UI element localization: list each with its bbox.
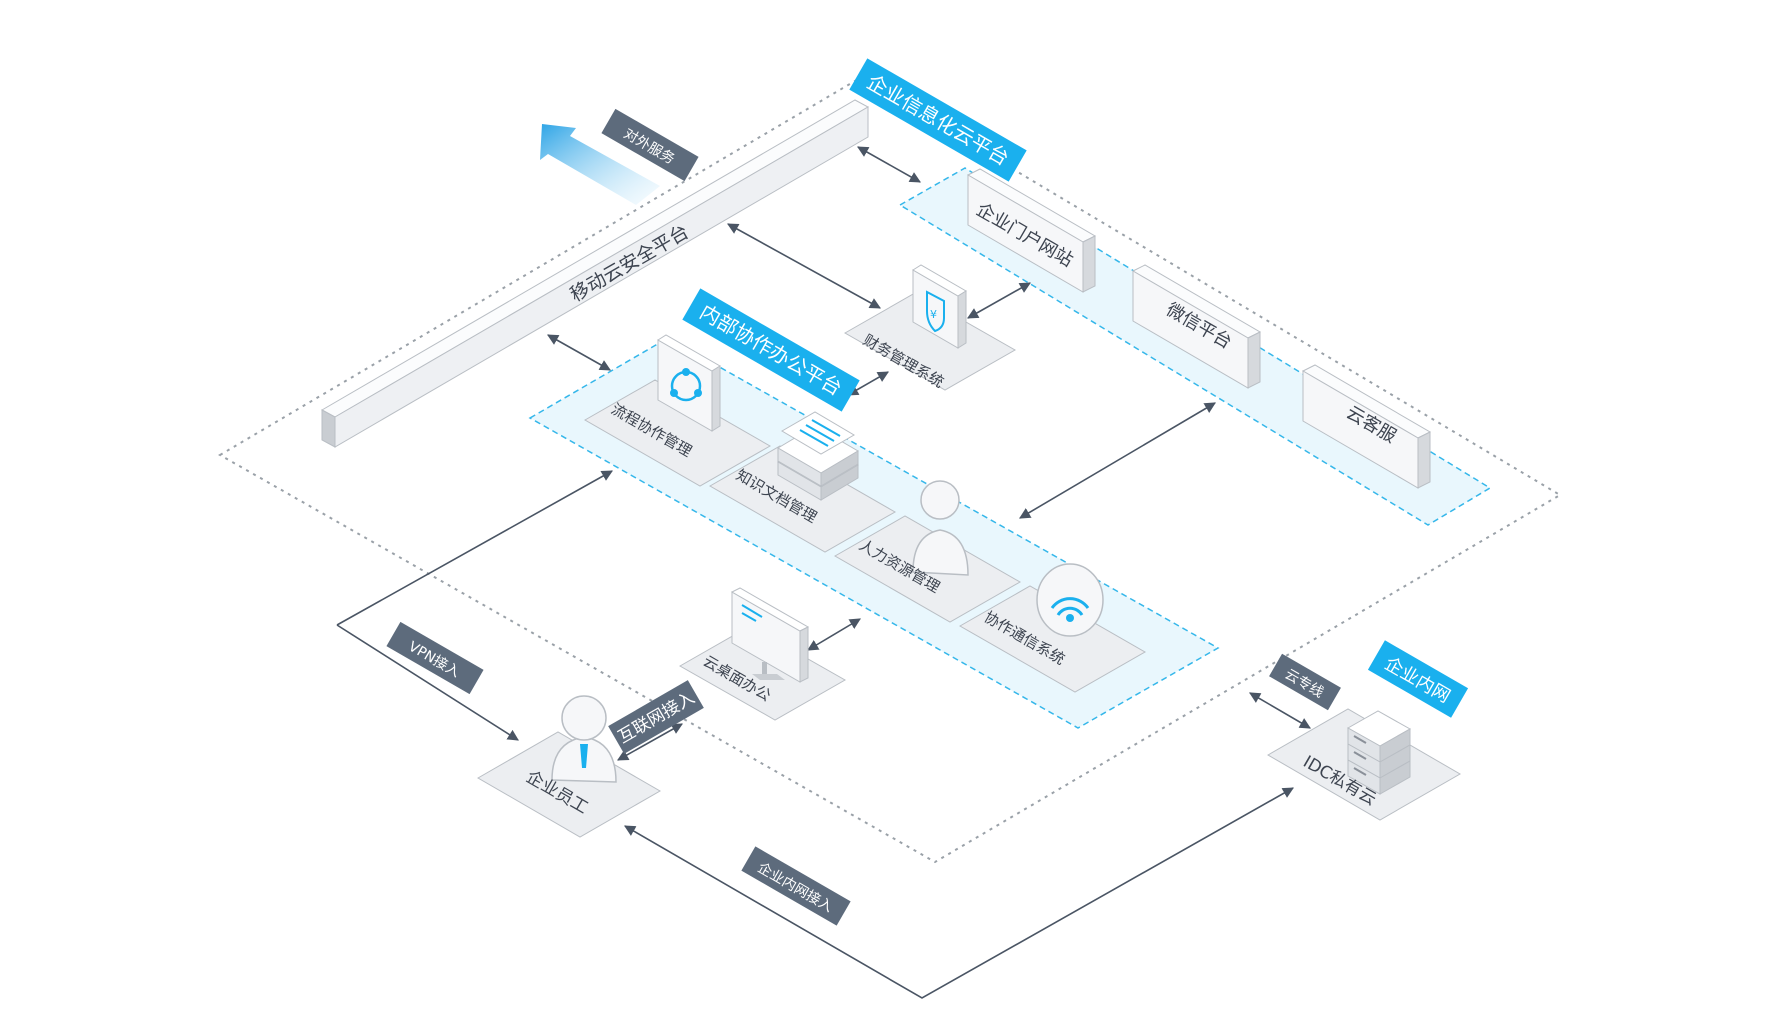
tag-vpn: VPN接入 — [386, 621, 484, 695]
signal-waves-icon — [1036, 563, 1104, 637]
wechat-board: 微信平台 — [1131, 264, 1262, 389]
comm-module: 协作通信系统 — [958, 563, 1147, 693]
idc-module: IDC私有云 — [1267, 708, 1461, 821]
desktop-module: 云桌面办公 — [678, 587, 847, 721]
hr-module: 人力资源管理 — [833, 480, 1022, 623]
cloud-service-board: 云客服 — [1301, 364, 1432, 489]
tag-intranet-access: 企业内网接入 — [741, 846, 851, 926]
employee-tie-icon — [551, 695, 617, 783]
mobile-security-platform-bar — [320, 99, 870, 448]
person-icon — [912, 480, 969, 576]
tag-internet: 互联网接入 — [608, 680, 704, 754]
share-nodes-icon — [657, 334, 721, 432]
tag-enterprise-intranet: 企业内网 — [1367, 640, 1469, 718]
server-rack-icon — [1346, 710, 1412, 795]
finance-module: ¥ 财务管理系统 — [843, 264, 1017, 391]
connection-lines — [336, 146, 1311, 999]
employee-module: 企业员工 — [476, 695, 662, 838]
knowledge-module: 知识文档管理 — [708, 411, 897, 553]
upward-arrow-icon — [540, 124, 660, 205]
monitor-icon — [730, 587, 810, 683]
document-stack-icon — [777, 411, 859, 501]
tag-dedicated-line: 云专线 — [1269, 653, 1341, 711]
yen-shield-icon: ¥ — [912, 264, 967, 349]
svg-text:企业信息化云平台: 企业信息化云平台 — [863, 70, 1014, 171]
tag-cloud-platform: 企业信息化云平台 — [849, 58, 1027, 182]
svg-text:¥: ¥ — [930, 308, 937, 321]
external-service-arrow — [540, 124, 660, 205]
